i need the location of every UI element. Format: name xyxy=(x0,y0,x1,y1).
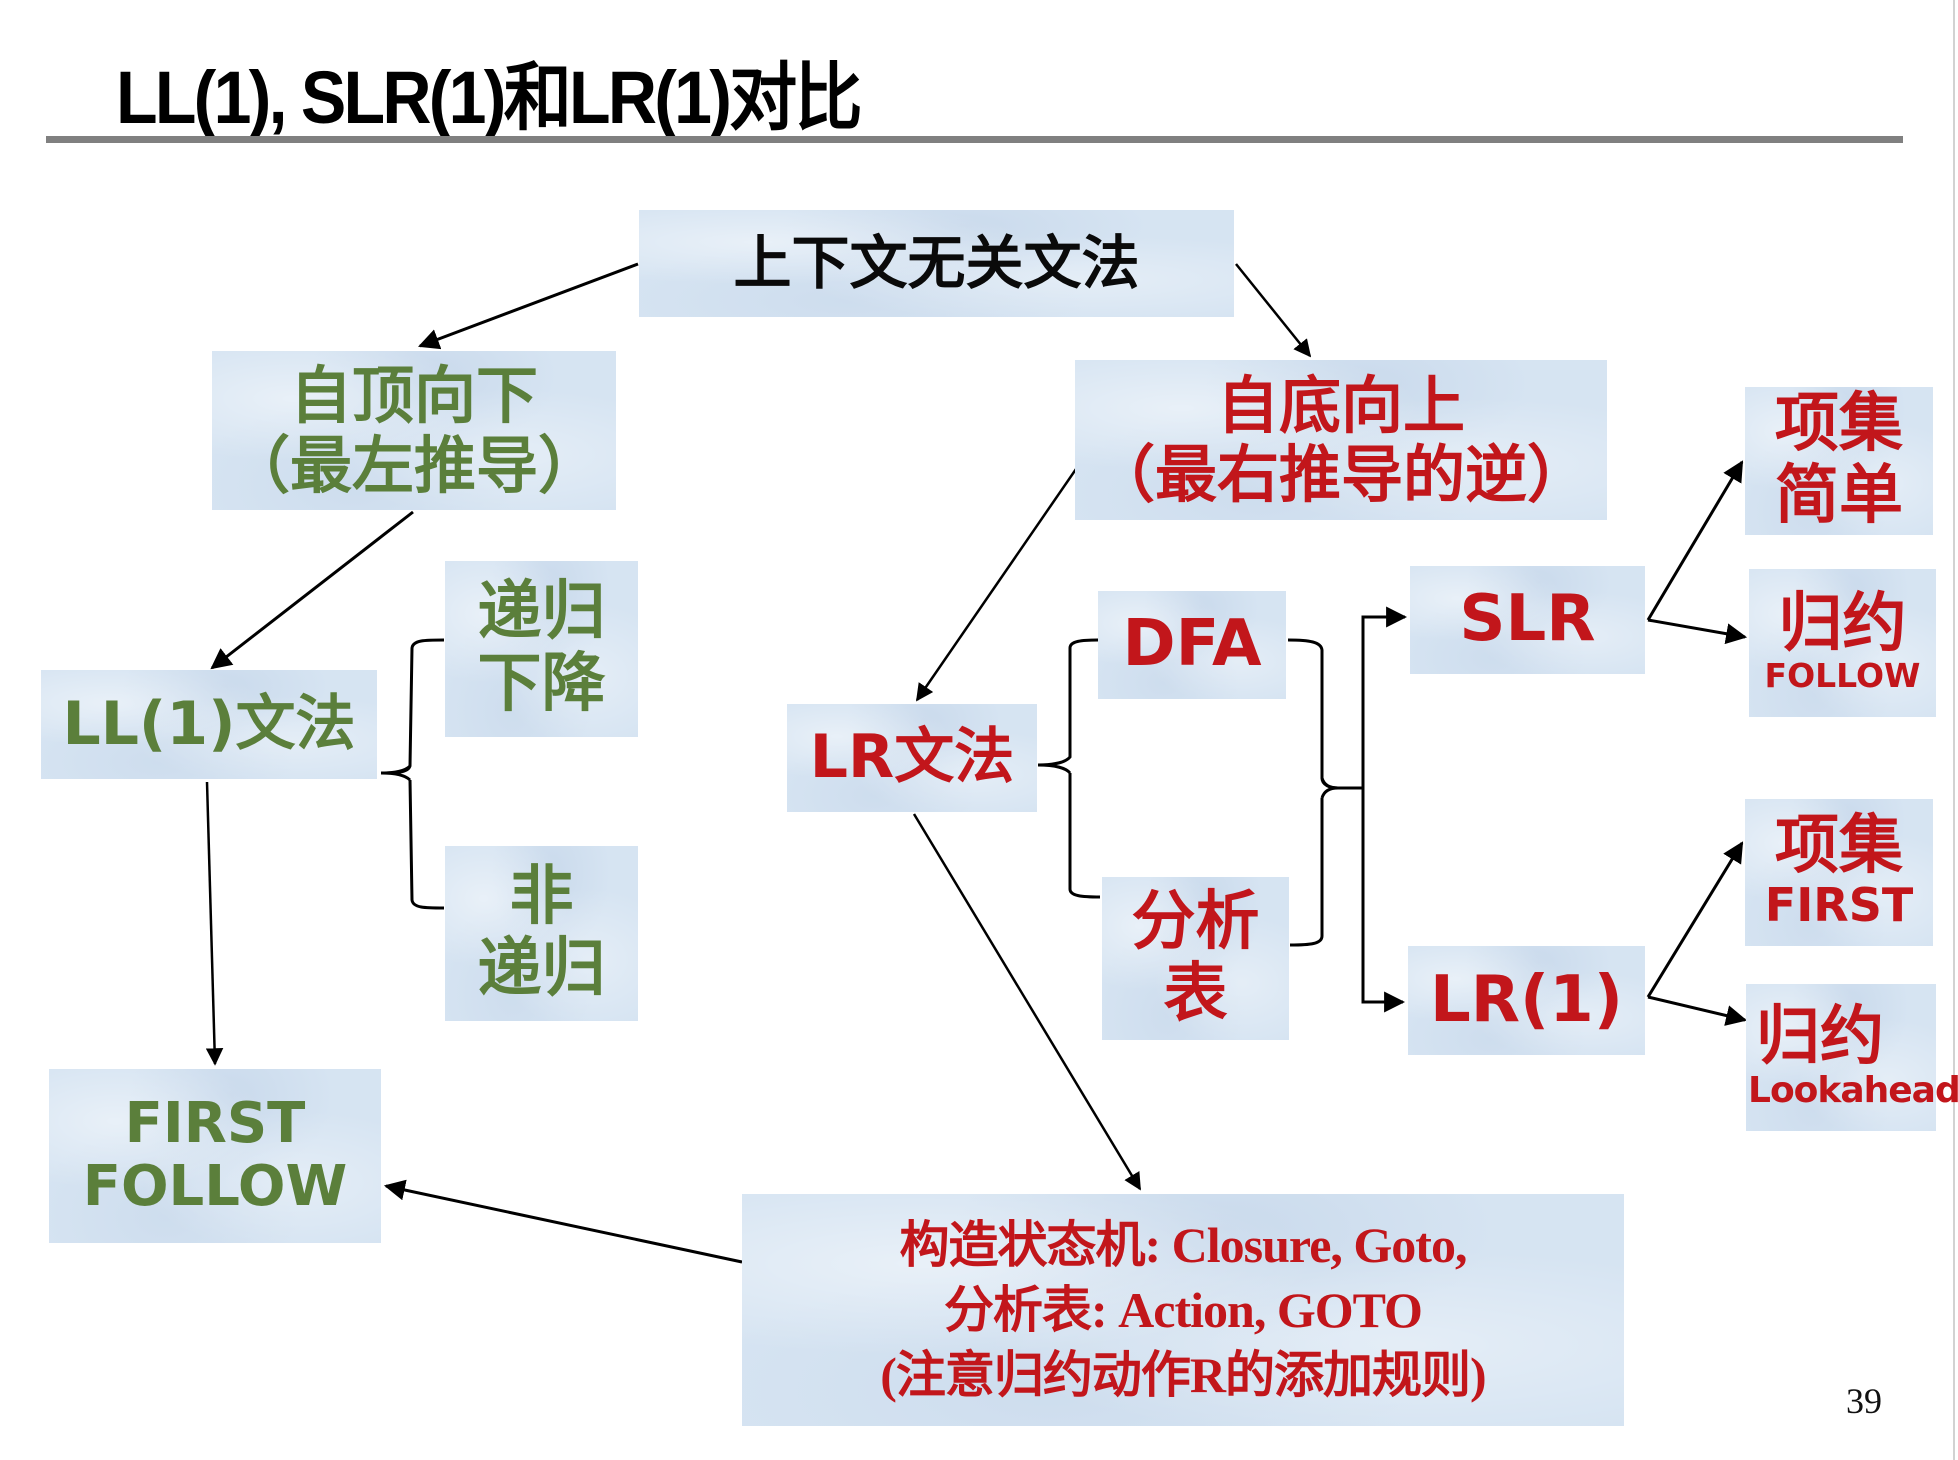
brace-lr xyxy=(1037,638,1101,899)
node-label: 自顶向下 xyxy=(289,359,538,433)
arrow-construction-to-first-follow xyxy=(383,1179,743,1264)
node-sublabel: FOLLOW xyxy=(82,1154,348,1219)
node-lr1: LR(1) xyxy=(1408,946,1645,1055)
node-slr-itemset: 项集 简单 xyxy=(1745,387,1933,535)
node-slr-reduce: 归约 FOLLOW xyxy=(1749,569,1936,717)
node-sublabel: 表 xyxy=(1163,956,1228,1031)
node-sublabel: 递归 xyxy=(477,931,606,1006)
note-line-parse-table: 分析表: Action, GOTO xyxy=(944,1281,1423,1338)
note-line-state-machine: 构造状态机: Closure, Goto, xyxy=(899,1216,1468,1273)
node-label: DFA xyxy=(1122,607,1262,682)
node-label: 项集 xyxy=(1775,809,1903,884)
arrow-slr-to-itemset xyxy=(1646,460,1744,621)
node-label: 上下文无关文法 xyxy=(733,229,1140,298)
node-label: 项集 xyxy=(1775,387,1903,462)
title-underline xyxy=(46,136,1903,143)
node-label: 非 xyxy=(509,859,574,934)
node-lr-grammar: LR文法 xyxy=(787,704,1037,812)
node-label: LL(1)文法 xyxy=(62,688,356,759)
arrow-lr1-to-itemset xyxy=(1646,841,1744,998)
arrow-ll1-to-first-follow xyxy=(205,781,224,1066)
brace-ll1-tip xyxy=(380,764,412,782)
brace-ll1 xyxy=(380,638,445,910)
node-top-down: 自顶向下 （最左推导） xyxy=(212,351,616,510)
node-first-follow: FIRST FOLLOW xyxy=(49,1069,381,1243)
node-sublabel: FIRST xyxy=(1764,878,1914,933)
node-label: FIRST xyxy=(124,1091,306,1157)
node-label: 分析 xyxy=(1131,884,1260,959)
node-non-recursive: 非 递归 xyxy=(445,846,638,1021)
node-context-free-grammar: 上下文无关文法 xyxy=(639,210,1234,317)
slide-title: LL(1), SLR(1)和LR(1)对比 xyxy=(116,56,863,139)
node-sublabel: FOLLOW xyxy=(1764,656,1921,696)
arrow-cfg-to-bottom-up xyxy=(1235,263,1312,358)
page-number: 39 xyxy=(1846,1381,1882,1421)
node-recursive-descent: 递归 下降 xyxy=(445,561,638,737)
node-lr1-reduce: 归约 Lookahead xyxy=(1746,984,1958,1131)
node-sublabel: 下降 xyxy=(477,647,606,721)
node-dfa: DFA xyxy=(1098,591,1286,699)
arrow-top-down-to-ll1 xyxy=(210,510,414,670)
node-label: 递归 xyxy=(477,575,606,650)
node-label: 归约 xyxy=(1756,999,1884,1074)
node-label: 归约 xyxy=(1778,586,1907,661)
node-label: LR文法 xyxy=(809,722,1015,793)
node-label: SLR xyxy=(1459,582,1596,657)
node-slr: SLR xyxy=(1410,566,1645,674)
arrow-to-lr1 xyxy=(1361,788,1406,1013)
brace-dfa-table-tip xyxy=(1320,777,1339,799)
brace-dfa-table xyxy=(1287,638,1339,947)
note-line-reduce-rule: (注意归约动作R的添加规则) xyxy=(880,1346,1486,1403)
node-construction-notes: 构造状态机: Closure, Goto, 分析表: Action, GOTO … xyxy=(742,1194,1624,1426)
brace-lr-tip xyxy=(1037,763,1072,775)
node-label: LR(1) xyxy=(1429,962,1624,1037)
node-sublabel: （最左推导） xyxy=(227,428,600,502)
node-bottom-up: 自底向上 （最右推导的逆） xyxy=(1075,360,1607,520)
node-lr1-itemset: 项集 FIRST xyxy=(1745,799,1933,946)
node-sublabel: 简单 xyxy=(1775,459,1903,533)
slide-right-border xyxy=(1953,0,1955,1460)
arrow-to-slr xyxy=(1361,606,1408,788)
arrow-bottom-up-to-lr xyxy=(915,439,1098,702)
arrow-lr1-to-reduce xyxy=(1647,995,1748,1026)
node-sublabel: Lookahead xyxy=(1748,1069,1958,1111)
node-ll1-grammar: LL(1)文法 xyxy=(41,670,377,779)
node-sublabel: （最右推导的逆） xyxy=(1092,438,1589,511)
arrow-slr-to-reduce xyxy=(1647,618,1748,645)
arrow-cfg-to-top-down xyxy=(418,262,639,350)
node-parse-table: 分析 表 xyxy=(1102,877,1289,1040)
node-label: 自底向上 xyxy=(1216,368,1465,442)
